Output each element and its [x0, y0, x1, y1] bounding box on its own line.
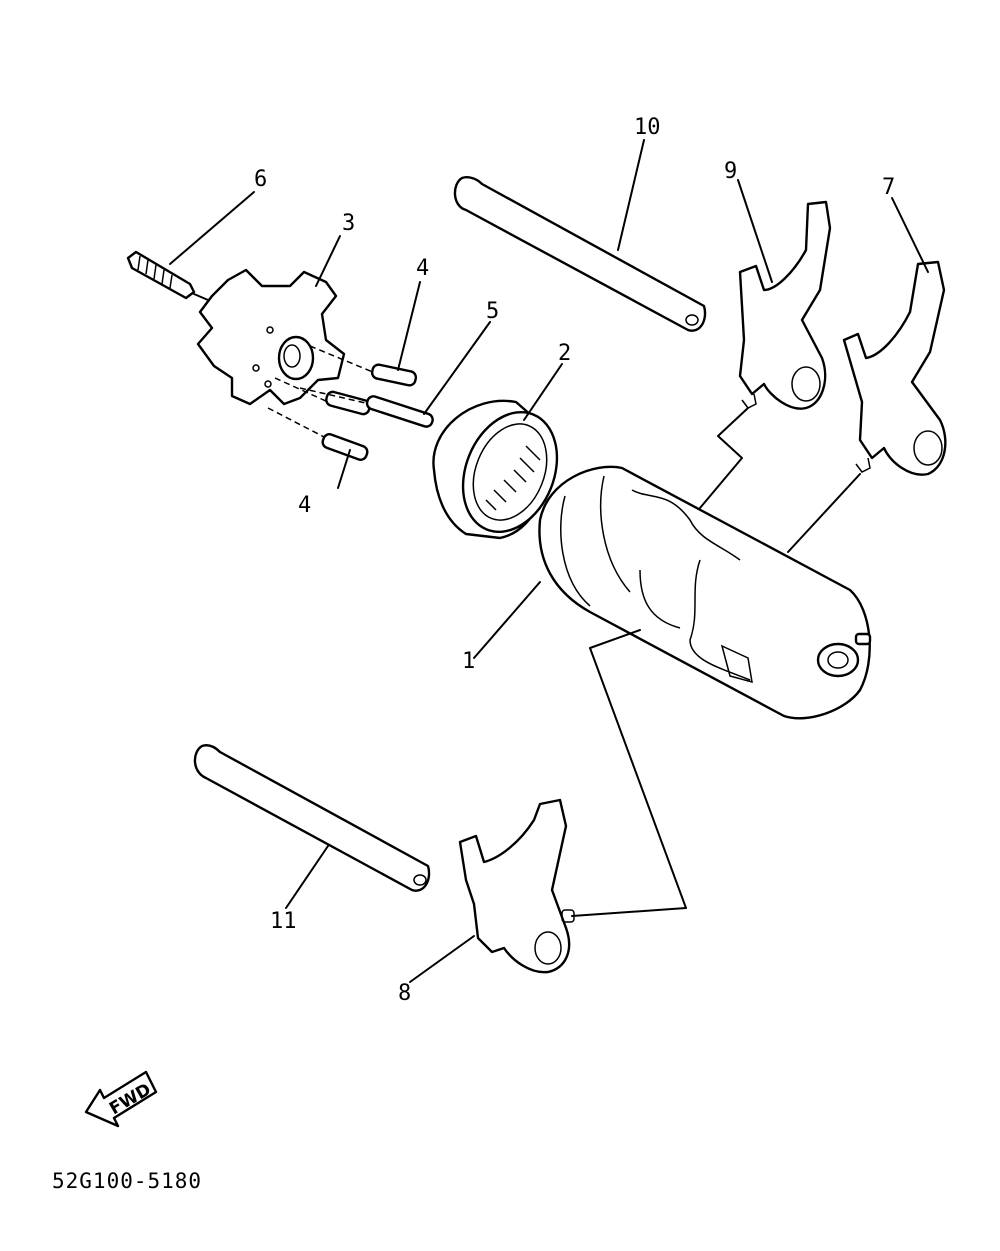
- callout-4-top: 4: [416, 256, 429, 281]
- diagram-part-number: 52G100-5180: [52, 1169, 202, 1193]
- callout-3: 3: [342, 211, 355, 236]
- part-9-shift-fork: [738, 200, 832, 410]
- part-6-bolt: [126, 250, 209, 301]
- callout-11: 11: [270, 909, 297, 934]
- callout-1: 1: [462, 649, 475, 674]
- part-11-guide-bar: [193, 744, 431, 892]
- callout-9: 9: [724, 159, 737, 184]
- callout-4-bottom: 4: [298, 493, 311, 518]
- part-8-shift-fork: [458, 798, 575, 974]
- part-3-segment-plate: [196, 268, 346, 406]
- leader-lines: [169, 139, 929, 983]
- pins-4-5: [267, 345, 434, 461]
- callout-5: 5: [486, 299, 499, 324]
- callout-2: 2: [558, 341, 571, 366]
- callout-7: 7: [882, 175, 895, 200]
- callout-8: 8: [398, 981, 411, 1006]
- fwd-arrow-icon: FWD: [84, 1070, 158, 1128]
- part-2-bearing: [432, 399, 559, 540]
- part-7-shift-fork: [842, 260, 947, 476]
- callout-10: 10: [634, 115, 661, 140]
- callout-6: 6: [254, 167, 267, 192]
- part-1-shift-cam: [538, 465, 872, 720]
- part-10-guide-bar: [453, 176, 707, 332]
